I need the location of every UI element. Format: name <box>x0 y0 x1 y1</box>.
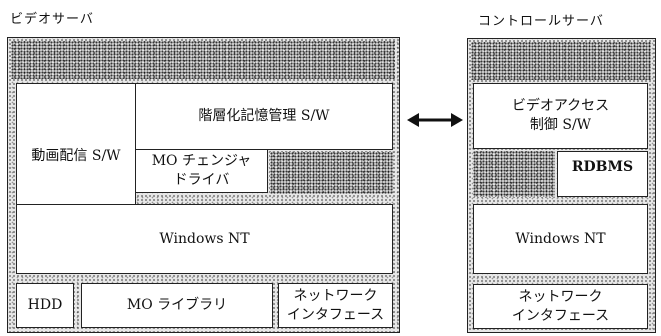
control-network-if-box: ネットワーク インタフェース <box>473 284 648 329</box>
video-server-mid-stipple <box>270 152 393 194</box>
mo-library-box: MO ライブラリ <box>81 283 273 328</box>
rdbms-label: RDBMS <box>571 159 634 175</box>
rdbms-box: RDBMS <box>557 151 648 197</box>
driver-label: ドライバ <box>173 172 230 188</box>
control-interface-label: インタフェース <box>511 307 610 324</box>
video-server-panel: 動画配信 S/W 階層化記憶管理 S/W MO チェンジャ ドライバ Windo… <box>7 37 400 333</box>
video-server-title: ビデオサーバ <box>10 12 94 27</box>
video-interface-label: インタフェース <box>286 306 385 323</box>
control-server-mid-stipple <box>473 151 555 197</box>
hdd-label: HDD <box>27 297 63 314</box>
hsm-sw-box: 階層化記憶管理 S/W <box>135 83 393 150</box>
mo-library-label: MO ライブラリ <box>126 297 228 314</box>
control-server-top-band <box>471 42 651 80</box>
video-os-label: Windows NT <box>159 230 250 247</box>
hsm-sw-label: 階層化記憶管理 S/W <box>198 108 330 125</box>
video-network-if-box: ネットワーク インタフェース <box>278 283 393 328</box>
bidirectional-arrow-icon <box>407 113 463 127</box>
control-server-panel: ビデオアクセス 制御 S/W RDBMS Windows NT ネットワーク イ… <box>467 38 656 333</box>
control-os-label: Windows NT <box>515 230 606 247</box>
control-network-label: ネットワーク <box>518 288 603 305</box>
hdd-box: HDD <box>16 283 74 328</box>
video-os-box: Windows NT <box>16 204 393 274</box>
mo-changer-driver-box: MO チェンジャ ドライバ <box>135 149 268 193</box>
control-sw-label: 制御 S/W <box>529 117 592 133</box>
video-access-label: ビデオアクセス <box>511 98 610 115</box>
mo-changer-label: MO チェンジャ <box>151 153 252 170</box>
streaming-sw-label: 動画配信 S/W <box>31 148 121 165</box>
video-access-control-box: ビデオアクセス 制御 S/W <box>473 83 648 149</box>
video-server-top-band <box>11 41 395 79</box>
control-server-title: コントロールサーバ <box>478 14 604 29</box>
control-os-box: Windows NT <box>473 204 648 274</box>
video-network-label: ネットワーク <box>293 287 378 304</box>
